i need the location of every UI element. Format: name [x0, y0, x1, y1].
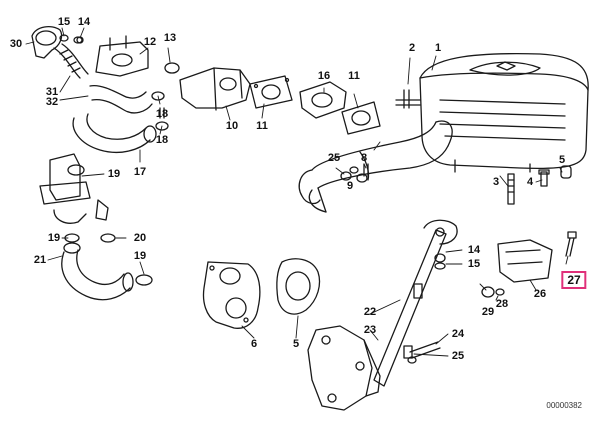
part-label-8[interactable]: 8: [360, 152, 368, 164]
stud-bolt: [395, 89, 421, 109]
gasket-11a: [249, 75, 293, 109]
nut-28-washer-29: [481, 286, 505, 298]
part-label-17[interactable]: 17: [133, 166, 147, 178]
part-label-31[interactable]: 31: [45, 86, 59, 98]
part-label-22[interactable]: 22: [363, 306, 377, 318]
elbow-30: [31, 25, 63, 59]
control-valve: [39, 153, 109, 224]
part-label-14[interactable]: 14: [467, 244, 481, 256]
air-filter-housing: [419, 53, 589, 173]
part-label-26[interactable]: 26: [533, 288, 547, 300]
part-label-11[interactable]: 11: [256, 120, 268, 132]
part-label-21[interactable]: 21: [33, 254, 47, 266]
part-label-1[interactable]: 1: [434, 42, 442, 54]
clamp-20: [100, 233, 116, 243]
part-label-30[interactable]: 30: [9, 38, 23, 50]
manifold-flange-10: [179, 67, 251, 111]
clamp-13: [164, 62, 180, 74]
part-label-15[interactable]: 15: [57, 16, 71, 28]
intake-pipe: [298, 120, 453, 213]
hose-32: [89, 84, 153, 114]
hose-21: [61, 242, 134, 301]
part-label-2[interactable]: 2: [408, 42, 416, 54]
part-label-32[interactable]: 32: [45, 96, 59, 108]
part-label-14[interactable]: 14: [77, 16, 91, 28]
valve-body-12: [95, 35, 149, 77]
bracket-23: [307, 325, 381, 411]
flange-16: [299, 81, 347, 119]
gasket-11b: [341, 101, 381, 135]
gasket-5a: [276, 258, 321, 315]
bolt-27: [565, 231, 577, 257]
mounting-studs: [507, 165, 572, 205]
part-label-19[interactable]: 19: [133, 250, 147, 262]
part-label-16[interactable]: 16: [317, 70, 331, 82]
part-label-4[interactable]: 4: [526, 176, 534, 188]
bracket-26: [497, 239, 553, 283]
part-label-18[interactable]: 18: [155, 134, 169, 146]
part-label-19[interactable]: 19: [47, 232, 61, 244]
strut-22: [373, 219, 458, 387]
part-label-20[interactable]: 20: [133, 232, 147, 244]
part-label-12[interactable]: 12: [143, 36, 157, 48]
part-label-27[interactable]: 27: [561, 271, 587, 289]
leader-lines: [25, 27, 569, 357]
clamp-19c: [135, 274, 153, 286]
drawing-number: 00000382: [546, 401, 582, 410]
part-label-10[interactable]: 10: [225, 120, 239, 132]
hose-31: [53, 43, 89, 79]
part-label-25[interactable]: 25: [451, 350, 465, 362]
part-label-28[interactable]: 28: [495, 298, 509, 310]
part-label-29[interactable]: 29: [481, 306, 495, 318]
part-label-13[interactable]: 13: [163, 32, 177, 44]
part-label-18[interactable]: 18: [155, 108, 169, 120]
gasket-6: [202, 261, 261, 329]
part-label-6[interactable]: 6: [250, 338, 258, 350]
small-hardware: [76, 36, 369, 177]
part-label-3[interactable]: 3: [492, 176, 500, 188]
part-label-24[interactable]: 24: [451, 328, 465, 340]
part-label-19[interactable]: 19: [107, 168, 121, 180]
part-label-15[interactable]: 15: [467, 258, 481, 270]
part-label-11[interactable]: 11: [348, 70, 360, 82]
part-label-5[interactable]: 5: [558, 154, 566, 166]
part-label-25[interactable]: 25: [327, 152, 341, 164]
part-label-9[interactable]: 9: [346, 180, 354, 192]
part-label-5[interactable]: 5: [292, 338, 300, 350]
hose-17: [72, 113, 157, 154]
part-label-23[interactable]: 23: [363, 324, 377, 336]
bolts-24-25: [403, 253, 446, 364]
